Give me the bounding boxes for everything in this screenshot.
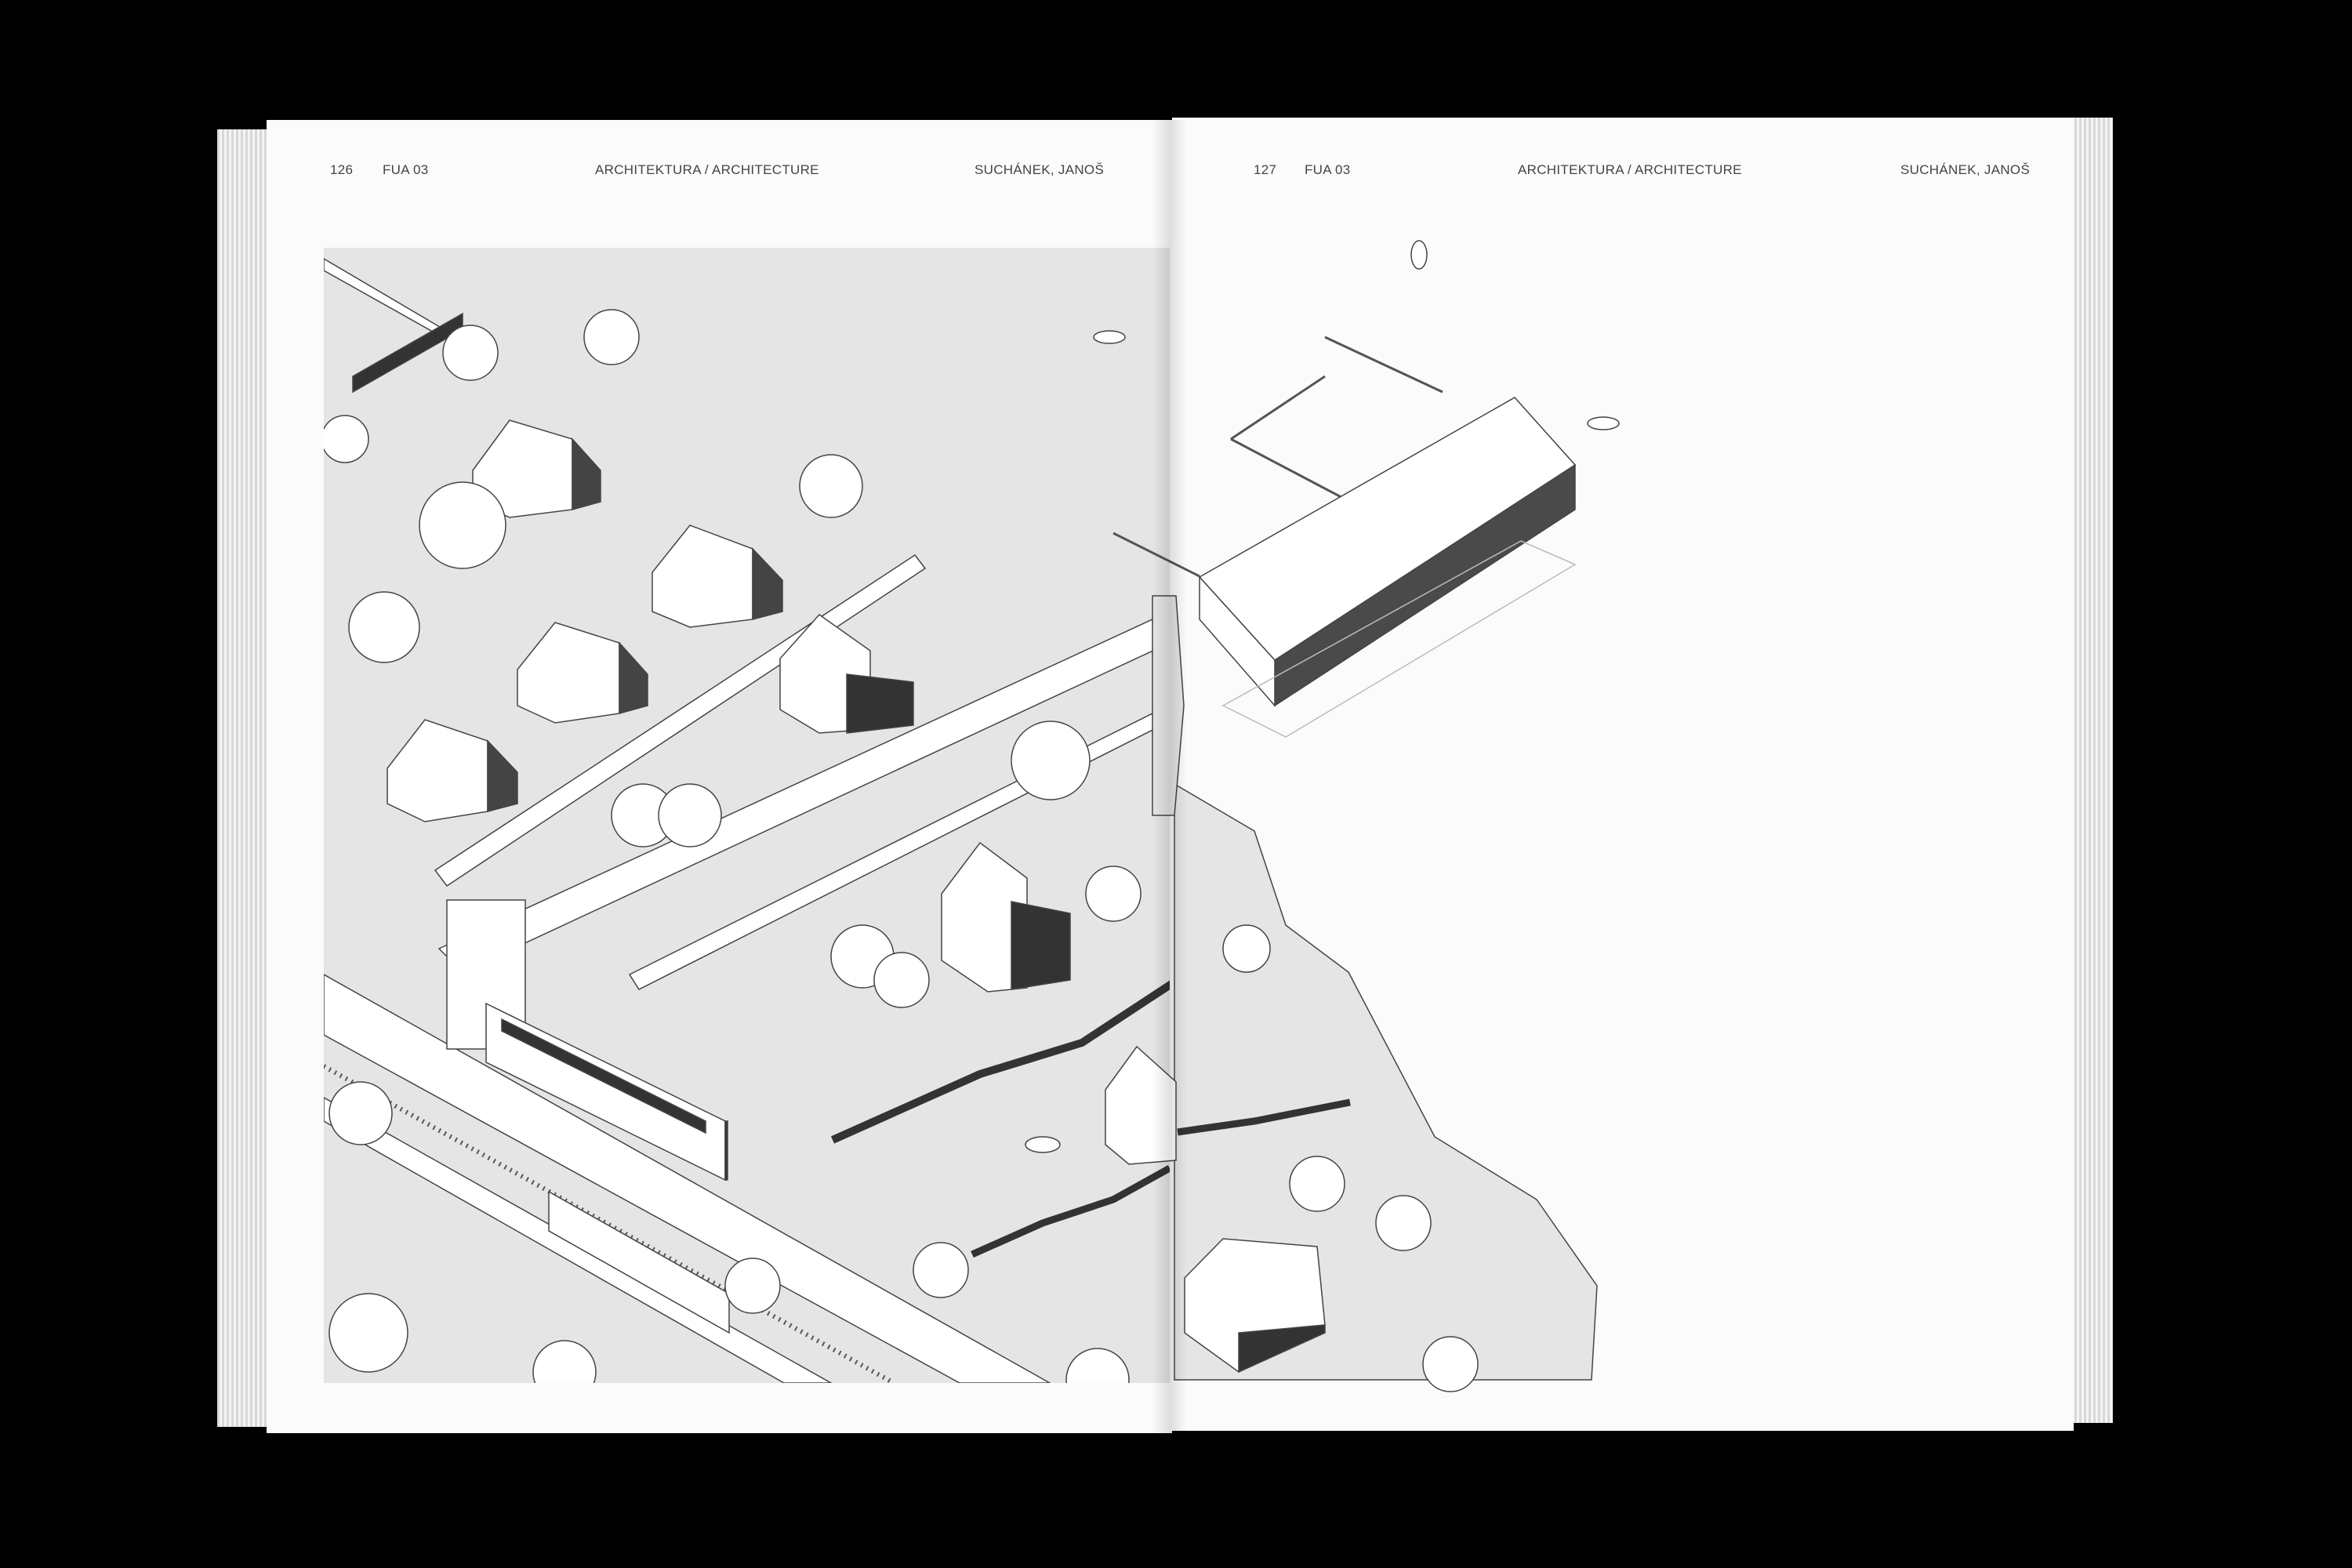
tree xyxy=(873,952,930,1008)
house xyxy=(517,622,648,724)
tree xyxy=(328,1081,393,1145)
boats xyxy=(1093,240,1620,430)
left-authors: SUCHÁNEK, JANOŠ xyxy=(975,162,1105,177)
dark-path xyxy=(1177,1098,1351,1136)
tree xyxy=(913,1242,969,1298)
house xyxy=(652,524,783,628)
tree xyxy=(583,309,640,365)
house xyxy=(779,614,914,734)
tree xyxy=(1011,720,1091,800)
house xyxy=(387,719,518,822)
house xyxy=(1184,1238,1326,1374)
tree xyxy=(1422,1336,1479,1392)
dark-path xyxy=(830,980,1170,1144)
tree xyxy=(1065,1348,1130,1383)
tree xyxy=(419,481,506,569)
book-gutter xyxy=(1152,120,1187,1433)
left-page-number: 126 xyxy=(330,162,354,177)
tree xyxy=(1085,866,1142,922)
pavilion xyxy=(1198,397,1577,738)
tree xyxy=(442,325,499,381)
tree xyxy=(328,1293,408,1373)
tree xyxy=(658,783,722,848)
tree xyxy=(1289,1156,1345,1212)
left-series: FUA 03 xyxy=(383,162,429,177)
house xyxy=(1105,1045,1177,1165)
railway-band xyxy=(324,974,1051,1383)
right-page-edges xyxy=(2070,118,2113,1423)
tree xyxy=(324,415,369,463)
tree xyxy=(724,1258,781,1314)
house xyxy=(941,841,1071,993)
right-section: ARCHITEKTURA / ARCHITECTURE xyxy=(1518,162,1742,177)
house xyxy=(472,419,601,518)
left-section: ARCHITEKTURA / ARCHITECTURE xyxy=(595,162,819,177)
tree xyxy=(1375,1195,1432,1251)
tree xyxy=(1222,924,1271,973)
station-building xyxy=(446,899,728,1181)
right-series: FUA 03 xyxy=(1305,162,1351,177)
fountain xyxy=(1025,1136,1061,1153)
ground-area xyxy=(1152,595,1185,816)
right-page-number: 127 xyxy=(1254,162,1277,177)
dark-path xyxy=(971,1165,1170,1258)
trees xyxy=(324,309,1142,1383)
right-authors: SUCHÁNEK, JANOŠ xyxy=(1900,162,2031,177)
tree xyxy=(532,1340,597,1383)
coast-ground xyxy=(1174,782,1598,1381)
tree xyxy=(799,454,863,518)
left-page-edges xyxy=(217,129,272,1427)
tree xyxy=(348,591,420,663)
train xyxy=(548,1190,730,1334)
